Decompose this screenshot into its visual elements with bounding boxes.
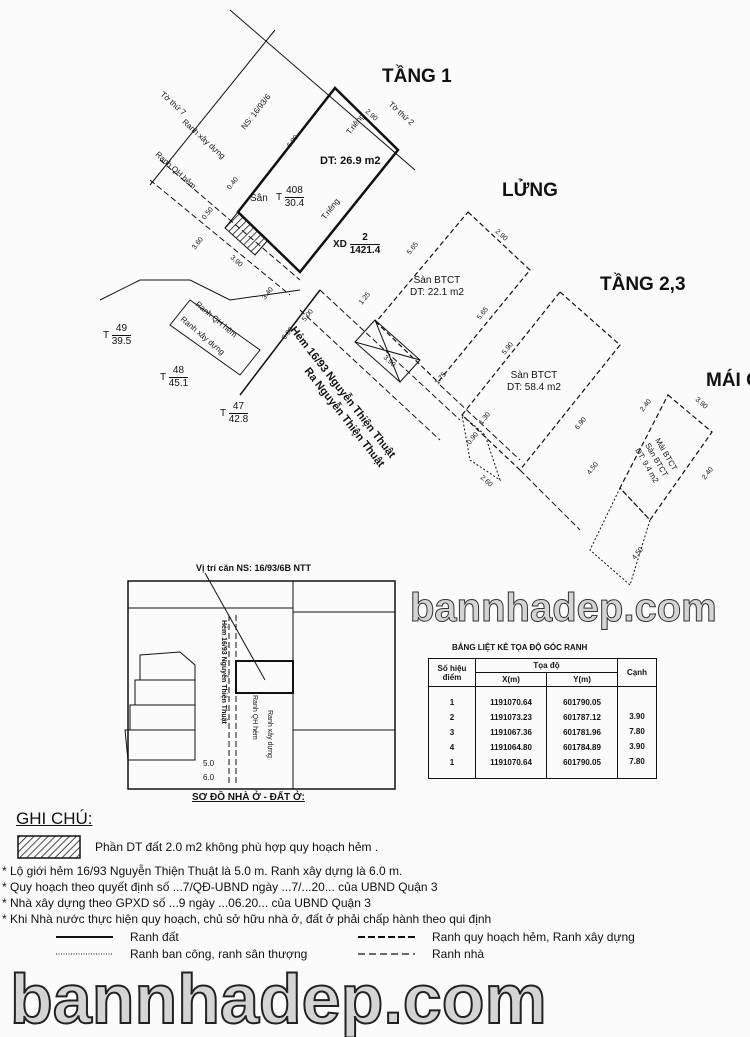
legend-ranh-dat: Ranh đất xyxy=(130,930,179,944)
svg-text:2.90: 2.90 xyxy=(364,108,379,122)
heading-tang-1: TẦNG 1 xyxy=(382,66,452,87)
svg-text:5.65: 5.65 xyxy=(406,241,420,256)
svg-text:4.50: 4.50 xyxy=(631,546,645,561)
svg-text:1.25: 1.25 xyxy=(358,291,372,306)
wall-label: T.riêng xyxy=(344,112,366,136)
alley-direction: Ra Nguyễn Thiện Thuật xyxy=(302,365,388,470)
inset-caption: SƠ ĐỒ NHÀ Ở - ĐẤT Ở: xyxy=(192,792,305,803)
heading-lung: LỬNG xyxy=(502,180,558,201)
svg-text:5.65: 5.65 xyxy=(476,306,490,321)
alley-line-label: Ranh QH hẻm xyxy=(154,150,198,191)
inset-build-line: Ranh xây dựng xyxy=(266,710,273,758)
inset-title: Vị trí căn NS: 16/93/6B NTT xyxy=(196,563,312,573)
svg-text:2.90: 2.90 xyxy=(494,228,509,242)
legend-ranh-ban-cong: Ranh ban công, ranh sân thượng xyxy=(130,947,308,961)
heading-tang-2-3: TẦNG 2,3 xyxy=(600,274,686,295)
yard-label: Sân xyxy=(250,193,268,204)
ground-area: DT: 26.9 m2 xyxy=(320,155,381,167)
svg-text:2.40: 2.40 xyxy=(639,398,653,413)
sheet-label: Tờ thứ 2 xyxy=(387,100,417,128)
note-1: * Lộ giới hẻm 16/93 Nguyễn Thiện Thuật l… xyxy=(2,864,403,878)
watermark-small: bannhadep.com xyxy=(410,586,718,630)
note-2: * Quy hoạch theo quyết định số ...7/QĐ-U… xyxy=(2,880,438,894)
floor-2-3-plan xyxy=(461,291,621,531)
hatch-swatch xyxy=(17,835,81,859)
svg-text:5.90: 5.90 xyxy=(501,341,515,356)
wall-label: T.riêng xyxy=(319,197,341,221)
note-3: * Nhà xây dựng theo GPXD số ...9 ngày ..… xyxy=(2,896,371,910)
note-4: * Khi Nhà nước thực hiện quy hoạch, chủ … xyxy=(2,912,492,926)
inset-5m: 5.0 xyxy=(203,759,215,768)
svg-text:6.90: 6.90 xyxy=(574,416,588,431)
legend-lines xyxy=(17,835,415,955)
ground-floor-plan xyxy=(99,9,461,441)
dimension-labels: 2.90 6.90 0.40 0.50 3.60 3.90 3.40 6.00 … xyxy=(191,108,715,561)
mezzanine-plan xyxy=(354,211,531,461)
svg-text:3.60: 3.60 xyxy=(191,236,205,251)
house-number: NS: 16/93/6 xyxy=(239,92,272,131)
svg-text:1.75: 1.75 xyxy=(434,371,448,386)
notes-title: GHI CHÚ: xyxy=(16,809,93,828)
alley-name: Hẻm 16/93 Nguyễn Thiện Thuật xyxy=(288,324,399,461)
inset-alley-line: Ranh QH hẻm xyxy=(251,695,258,740)
hatch-note: Phần DT đất 2.0 m2 không phù hợp quy hoạ… xyxy=(95,840,379,854)
roof-plan xyxy=(589,394,713,586)
watermark-large: bannhadep.com xyxy=(9,960,548,1037)
inset-6m: 6.0 xyxy=(203,773,215,782)
svg-text:4.50: 4.50 xyxy=(586,461,600,476)
svg-text:2.40: 2.40 xyxy=(701,466,715,481)
sheet-label: Tờ thứ 7 xyxy=(159,90,189,118)
svg-text:3.90: 3.90 xyxy=(694,396,709,410)
svg-text:3.90: 3.90 xyxy=(229,254,244,268)
legend-ranh-qh: Ranh quy hoạch hẻm, Ranh xây dựng xyxy=(432,930,635,944)
svg-text:0.90: 0.90 xyxy=(466,431,480,446)
svg-text:0.50: 0.50 xyxy=(201,206,215,221)
svg-text:2.60: 2.60 xyxy=(479,474,494,488)
svg-text:1.30: 1.30 xyxy=(478,411,492,426)
heading-mai-che: MÁI CHE xyxy=(706,370,750,391)
location-inset-map xyxy=(124,572,396,790)
inset-alley-label: Hẻm 16/93 Nguyễn Thiện Thuật xyxy=(220,620,229,725)
coords-table-title: BẢNG LIỆT KÊ TỌA ĐỘ GÓC RANH xyxy=(452,643,588,652)
svg-text:5.00: 5.00 xyxy=(301,308,315,323)
legend-ranh-nha: Ranh nhà xyxy=(432,947,485,961)
svg-text:3.90: 3.90 xyxy=(382,354,397,368)
svg-text:0.40: 0.40 xyxy=(226,176,240,191)
